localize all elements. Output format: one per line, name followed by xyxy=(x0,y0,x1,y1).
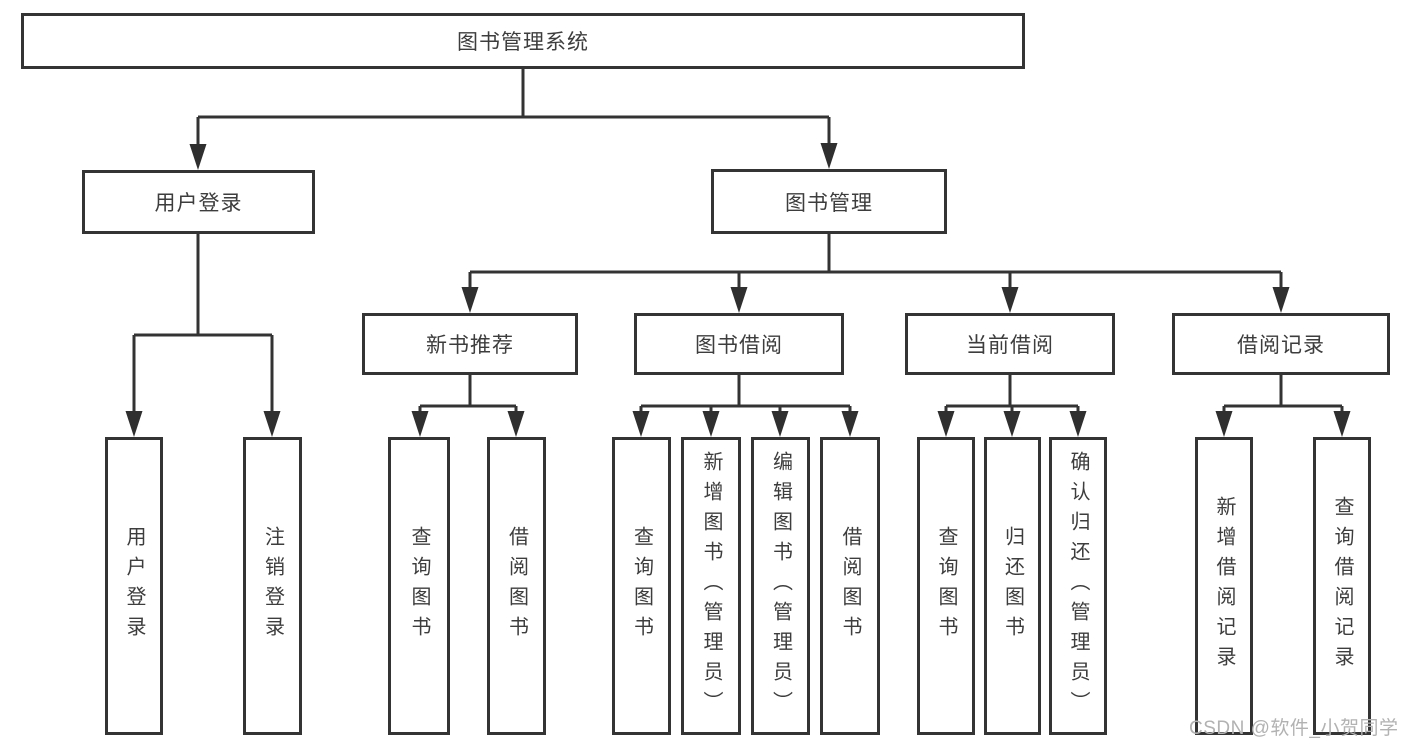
leaf-records-query-record-label: 查询借阅记录 xyxy=(1331,496,1353,676)
node-new-book-recommend: 新书推荐 xyxy=(362,313,578,375)
leaf-current-return-books: 归还图书 xyxy=(984,437,1041,735)
leaf-borrow-query-books-label: 查询图书 xyxy=(630,526,653,646)
leaf-current-query-books: 查询图书 xyxy=(917,437,975,735)
node-book-management-label: 图书管理 xyxy=(785,191,873,215)
leaf-records-add-record: 新增借阅记录 xyxy=(1195,437,1253,735)
leaf-records-query-record: 查询借阅记录 xyxy=(1313,437,1371,735)
leaf-borrow-edit-books-label: 编辑图书（管理员） xyxy=(769,451,792,721)
leaf-logout: 注销登录 xyxy=(243,437,302,735)
leaf-newbook-borrow-books-label: 借阅图书 xyxy=(505,526,528,646)
node-book-borrowing: 图书借阅 xyxy=(634,313,844,375)
node-borrowing-records-label: 借阅记录 xyxy=(1237,334,1325,357)
leaf-current-confirm-return: 确认归还（管理员） xyxy=(1049,437,1107,735)
node-user-login: 用户登录 xyxy=(82,170,315,234)
leaf-borrow-add-books: 新增图书（管理员） xyxy=(681,437,741,735)
node-book-management: 图书管理 xyxy=(711,169,947,234)
leaf-current-confirm-return-label: 确认归还（管理员） xyxy=(1067,451,1089,721)
node-root-label: 图书管理系统 xyxy=(457,31,589,54)
node-borrowing-records: 借阅记录 xyxy=(1172,313,1390,375)
csdn-watermark: CSDN @软件_小贺同学 xyxy=(1189,718,1399,739)
node-user-login-label: 用户登录 xyxy=(154,192,243,215)
leaf-newbook-query-books: 查询图书 xyxy=(388,437,450,735)
leaf-current-query-books-label: 查询图书 xyxy=(935,526,957,646)
leaf-user-login-label: 用户登录 xyxy=(123,526,145,646)
leaf-newbook-query-books-label: 查询图书 xyxy=(408,526,430,646)
leaf-borrow-borrow-books: 借阅图书 xyxy=(820,437,880,735)
leaf-newbook-borrow-books: 借阅图书 xyxy=(487,437,546,735)
leaf-logout-label: 注销登录 xyxy=(261,526,284,646)
leaf-current-return-books-label: 归还图书 xyxy=(1001,526,1024,646)
leaf-borrow-add-books-label: 新增图书（管理员） xyxy=(700,451,722,721)
arrowheads xyxy=(125,143,1351,437)
leaf-user-login: 用户登录 xyxy=(105,437,163,735)
node-new-book-recommend-label: 新书推荐 xyxy=(426,334,514,357)
leaf-borrow-edit-books: 编辑图书（管理员） xyxy=(751,437,810,735)
leaf-records-add-record-label: 新增借阅记录 xyxy=(1213,496,1235,676)
node-current-borrowing-label: 当前借阅 xyxy=(966,334,1054,357)
node-current-borrowing: 当前借阅 xyxy=(905,313,1115,375)
leaf-borrow-query-books: 查询图书 xyxy=(612,437,671,735)
node-book-borrowing-label: 图书借阅 xyxy=(695,334,783,357)
node-root: 图书管理系统 xyxy=(21,13,1025,69)
leaf-borrow-borrow-books-label: 借阅图书 xyxy=(839,526,861,646)
